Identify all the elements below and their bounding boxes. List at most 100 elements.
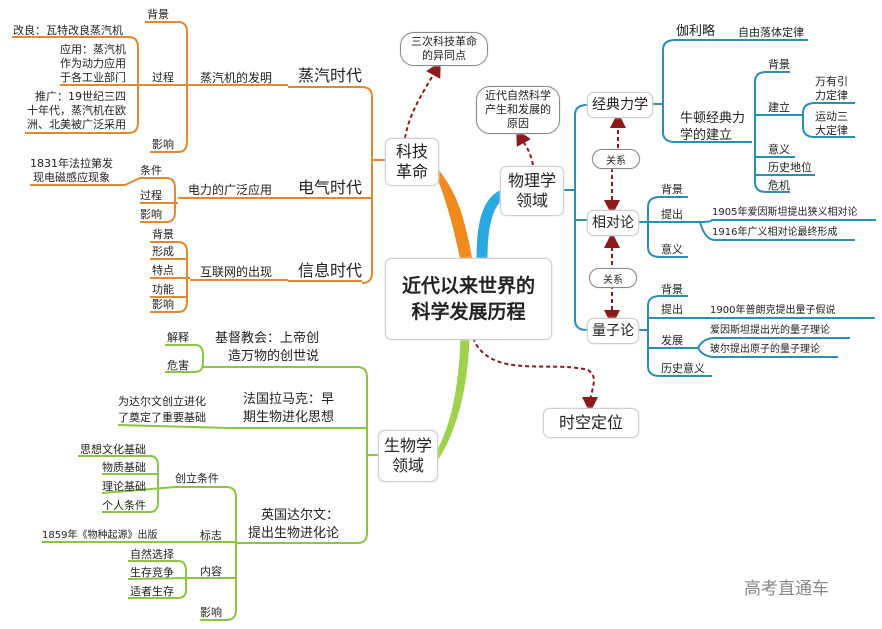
darwin-mark[interactable]: 标志 xyxy=(200,529,222,542)
electric-topic[interactable]: 电力的广泛应用 xyxy=(188,183,273,197)
central-title-line2: 科学发展历程 xyxy=(411,301,526,323)
quantum-1900[interactable]: 1900年普朗克提出量子假说 xyxy=(710,305,836,316)
darwin-content[interactable]: 内容 xyxy=(200,565,222,578)
newton[interactable]: 牛顿经典力 学的建立 xyxy=(680,110,745,144)
content-item[interactable]: 生存竞争 xyxy=(130,566,174,579)
spacetime-node[interactable]: 时空定位 xyxy=(543,408,639,438)
content-item[interactable]: 自然选择 xyxy=(130,548,174,561)
newton-build[interactable]: 建立 xyxy=(768,101,790,114)
spacetime-label: 时空定位 xyxy=(558,413,623,432)
cond-item[interactable]: 物质基础 xyxy=(102,461,146,474)
gravity-line: 万有引 xyxy=(815,75,848,88)
newton-line: 牛顿经典力 xyxy=(680,111,746,126)
lamarck-effect[interactable]: 为达尔文创立进化 了奠定了重要基础 xyxy=(118,394,206,426)
quantum-develop[interactable]: 发展 xyxy=(661,334,683,347)
biology-node[interactable]: 生物学 领域 xyxy=(378,430,438,482)
era-steam[interactable]: 蒸汽时代 xyxy=(298,66,363,85)
branch-biology xyxy=(434,336,470,465)
free-fall-law[interactable]: 自由落体定律 xyxy=(738,26,804,39)
newton-bg[interactable]: 背景 xyxy=(768,58,790,71)
steam-improve[interactable]: 改良：瓦特改良蒸汽机 xyxy=(13,24,123,37)
relation-label: 关系 xyxy=(606,155,626,167)
electric-process[interactable]: 过程 xyxy=(140,189,162,202)
motion-laws[interactable]: 运动三 大定律 xyxy=(815,110,848,138)
electric-cond[interactable]: 条件 xyxy=(140,164,162,177)
steam-topic[interactable]: 蒸汽机的发明 xyxy=(200,71,273,85)
physics-note-text: 近代自然科学产生和发展的原因 xyxy=(485,89,551,130)
relation-label: 关系 xyxy=(603,274,623,286)
faraday[interactable]: 1831年法拉第发 现电磁感应现象 xyxy=(30,157,113,185)
darwin[interactable]: 英国达尔文： 提出生物进化论 xyxy=(248,507,339,543)
church-harm[interactable]: 危害 xyxy=(167,359,189,372)
quantum-einstein[interactable]: 爱因斯坦提出光的量子理论 xyxy=(710,325,830,336)
steam-spread[interactable]: 推广：19世纪三四 十年代，蒸汽机在欧 洲、北美被广泛采用 xyxy=(22,90,126,132)
apply-line: 作为动力应用 xyxy=(60,57,126,70)
quantum-bohr[interactable]: 玻尔提出原子的量子理论 xyxy=(710,344,820,355)
relativity-meaning[interactable]: 意义 xyxy=(661,243,683,256)
central-title-line1: 近代以来世界的 xyxy=(401,275,535,297)
classical-label: 经典力学 xyxy=(592,97,648,113)
relation-box-1[interactable]: 关系 xyxy=(592,149,640,169)
newton-status[interactable]: 历史地位 xyxy=(768,161,812,174)
branch-tech xyxy=(438,168,473,260)
relativity-1905[interactable]: 1905年爱因斯坦提出狭义相对论 xyxy=(712,207,858,218)
motion-line: 大定律 xyxy=(815,124,848,137)
lamarck[interactable]: 法国拉马克：早 期生物进化思想 xyxy=(243,391,334,427)
info-item[interactable]: 功能 xyxy=(152,283,174,296)
info-item[interactable]: 形成 xyxy=(152,245,174,258)
gravity-line: 力定律 xyxy=(815,89,848,102)
physics-note[interactable]: 近代自然科学产生和发展的原因 xyxy=(476,86,560,134)
quantum-propose[interactable]: 提出 xyxy=(661,303,683,316)
era-electric[interactable]: 电气时代 xyxy=(298,178,363,197)
apply-line: 于各工业部门 xyxy=(60,71,126,84)
physics-node[interactable]: 物理学 领域 xyxy=(500,166,564,216)
tech-label-1: 科技 xyxy=(395,142,428,161)
relativity-node[interactable]: 相对论 xyxy=(587,210,639,236)
church-creationism[interactable]: 基督教会：上帝创 造万物的创世说 xyxy=(215,330,319,366)
steam-process[interactable]: 过程 xyxy=(152,71,174,84)
cond-item[interactable]: 个人条件 xyxy=(102,499,146,512)
gravity-law[interactable]: 万有引 力定律 xyxy=(815,75,848,103)
newton-crisis[interactable]: 危机 xyxy=(768,179,790,192)
newton-line: 学的建立 xyxy=(680,128,733,143)
relation-box-2[interactable]: 关系 xyxy=(589,268,637,288)
spread-line: 推广：19世纪三四 xyxy=(35,90,126,103)
darwin-line: 英国达尔文： xyxy=(261,508,340,523)
steam-bg[interactable]: 背景 xyxy=(147,8,169,21)
tech-label-2: 革命 xyxy=(395,162,428,181)
relativity-1916[interactable]: 1916年广义相对论最终形成 xyxy=(712,227,838,238)
quantum-significance[interactable]: 历史意义 xyxy=(661,362,705,375)
era-info[interactable]: 信息时代 xyxy=(298,261,363,280)
classical-mechanics-node[interactable]: 经典力学 xyxy=(587,92,653,118)
relativity-label: 相对论 xyxy=(592,215,634,231)
info-topic[interactable]: 互联网的出现 xyxy=(200,265,273,279)
electric-impact[interactable]: 影响 xyxy=(140,208,162,221)
tech-note[interactable]: 三次科技革命的异同点 xyxy=(400,32,488,66)
newton-meaning[interactable]: 意义 xyxy=(768,143,790,156)
darwin-cond[interactable]: 创立条件 xyxy=(175,472,219,485)
origin-of-species[interactable]: 1859年《物种起源》出版 xyxy=(42,530,158,541)
info-item[interactable]: 特点 xyxy=(152,264,174,277)
relativity-propose[interactable]: 提出 xyxy=(661,208,683,221)
cond-item[interactable]: 思想文化基础 xyxy=(80,443,146,456)
church-explain[interactable]: 解释 xyxy=(167,331,189,344)
steam-apply[interactable]: 应用：蒸汽机 作为动力应用 于各工业部门 xyxy=(60,43,126,85)
darwin-impact[interactable]: 影响 xyxy=(200,606,222,619)
content-item[interactable]: 适者生存 xyxy=(130,585,174,598)
quantum-node[interactable]: 量子论 xyxy=(587,318,639,344)
steam-impact[interactable]: 影响 xyxy=(152,138,174,151)
lamarck-effect-line: 了奠定了重要基础 xyxy=(118,411,206,424)
tech-revolution-node[interactable]: 科技 革命 xyxy=(385,138,439,186)
central-topic[interactable]: 近代以来世界的 科学发展历程 xyxy=(385,258,552,340)
relativity-bg[interactable]: 背景 xyxy=(661,183,683,196)
cond-item[interactable]: 理论基础 xyxy=(102,480,146,493)
info-item[interactable]: 背景 xyxy=(152,228,174,241)
lamarck-effect-line: 为达尔文创立进化 xyxy=(118,395,206,408)
spread-line: 十年代，蒸汽机在欧 xyxy=(27,104,126,117)
watermark: 高考直通车 xyxy=(744,579,829,599)
galileo[interactable]: 伽利略 xyxy=(676,24,716,39)
info-item[interactable]: 影响 xyxy=(152,298,174,311)
faraday-line: 1831年法拉第发 xyxy=(30,157,113,170)
quantum-bg[interactable]: 背景 xyxy=(661,283,683,296)
